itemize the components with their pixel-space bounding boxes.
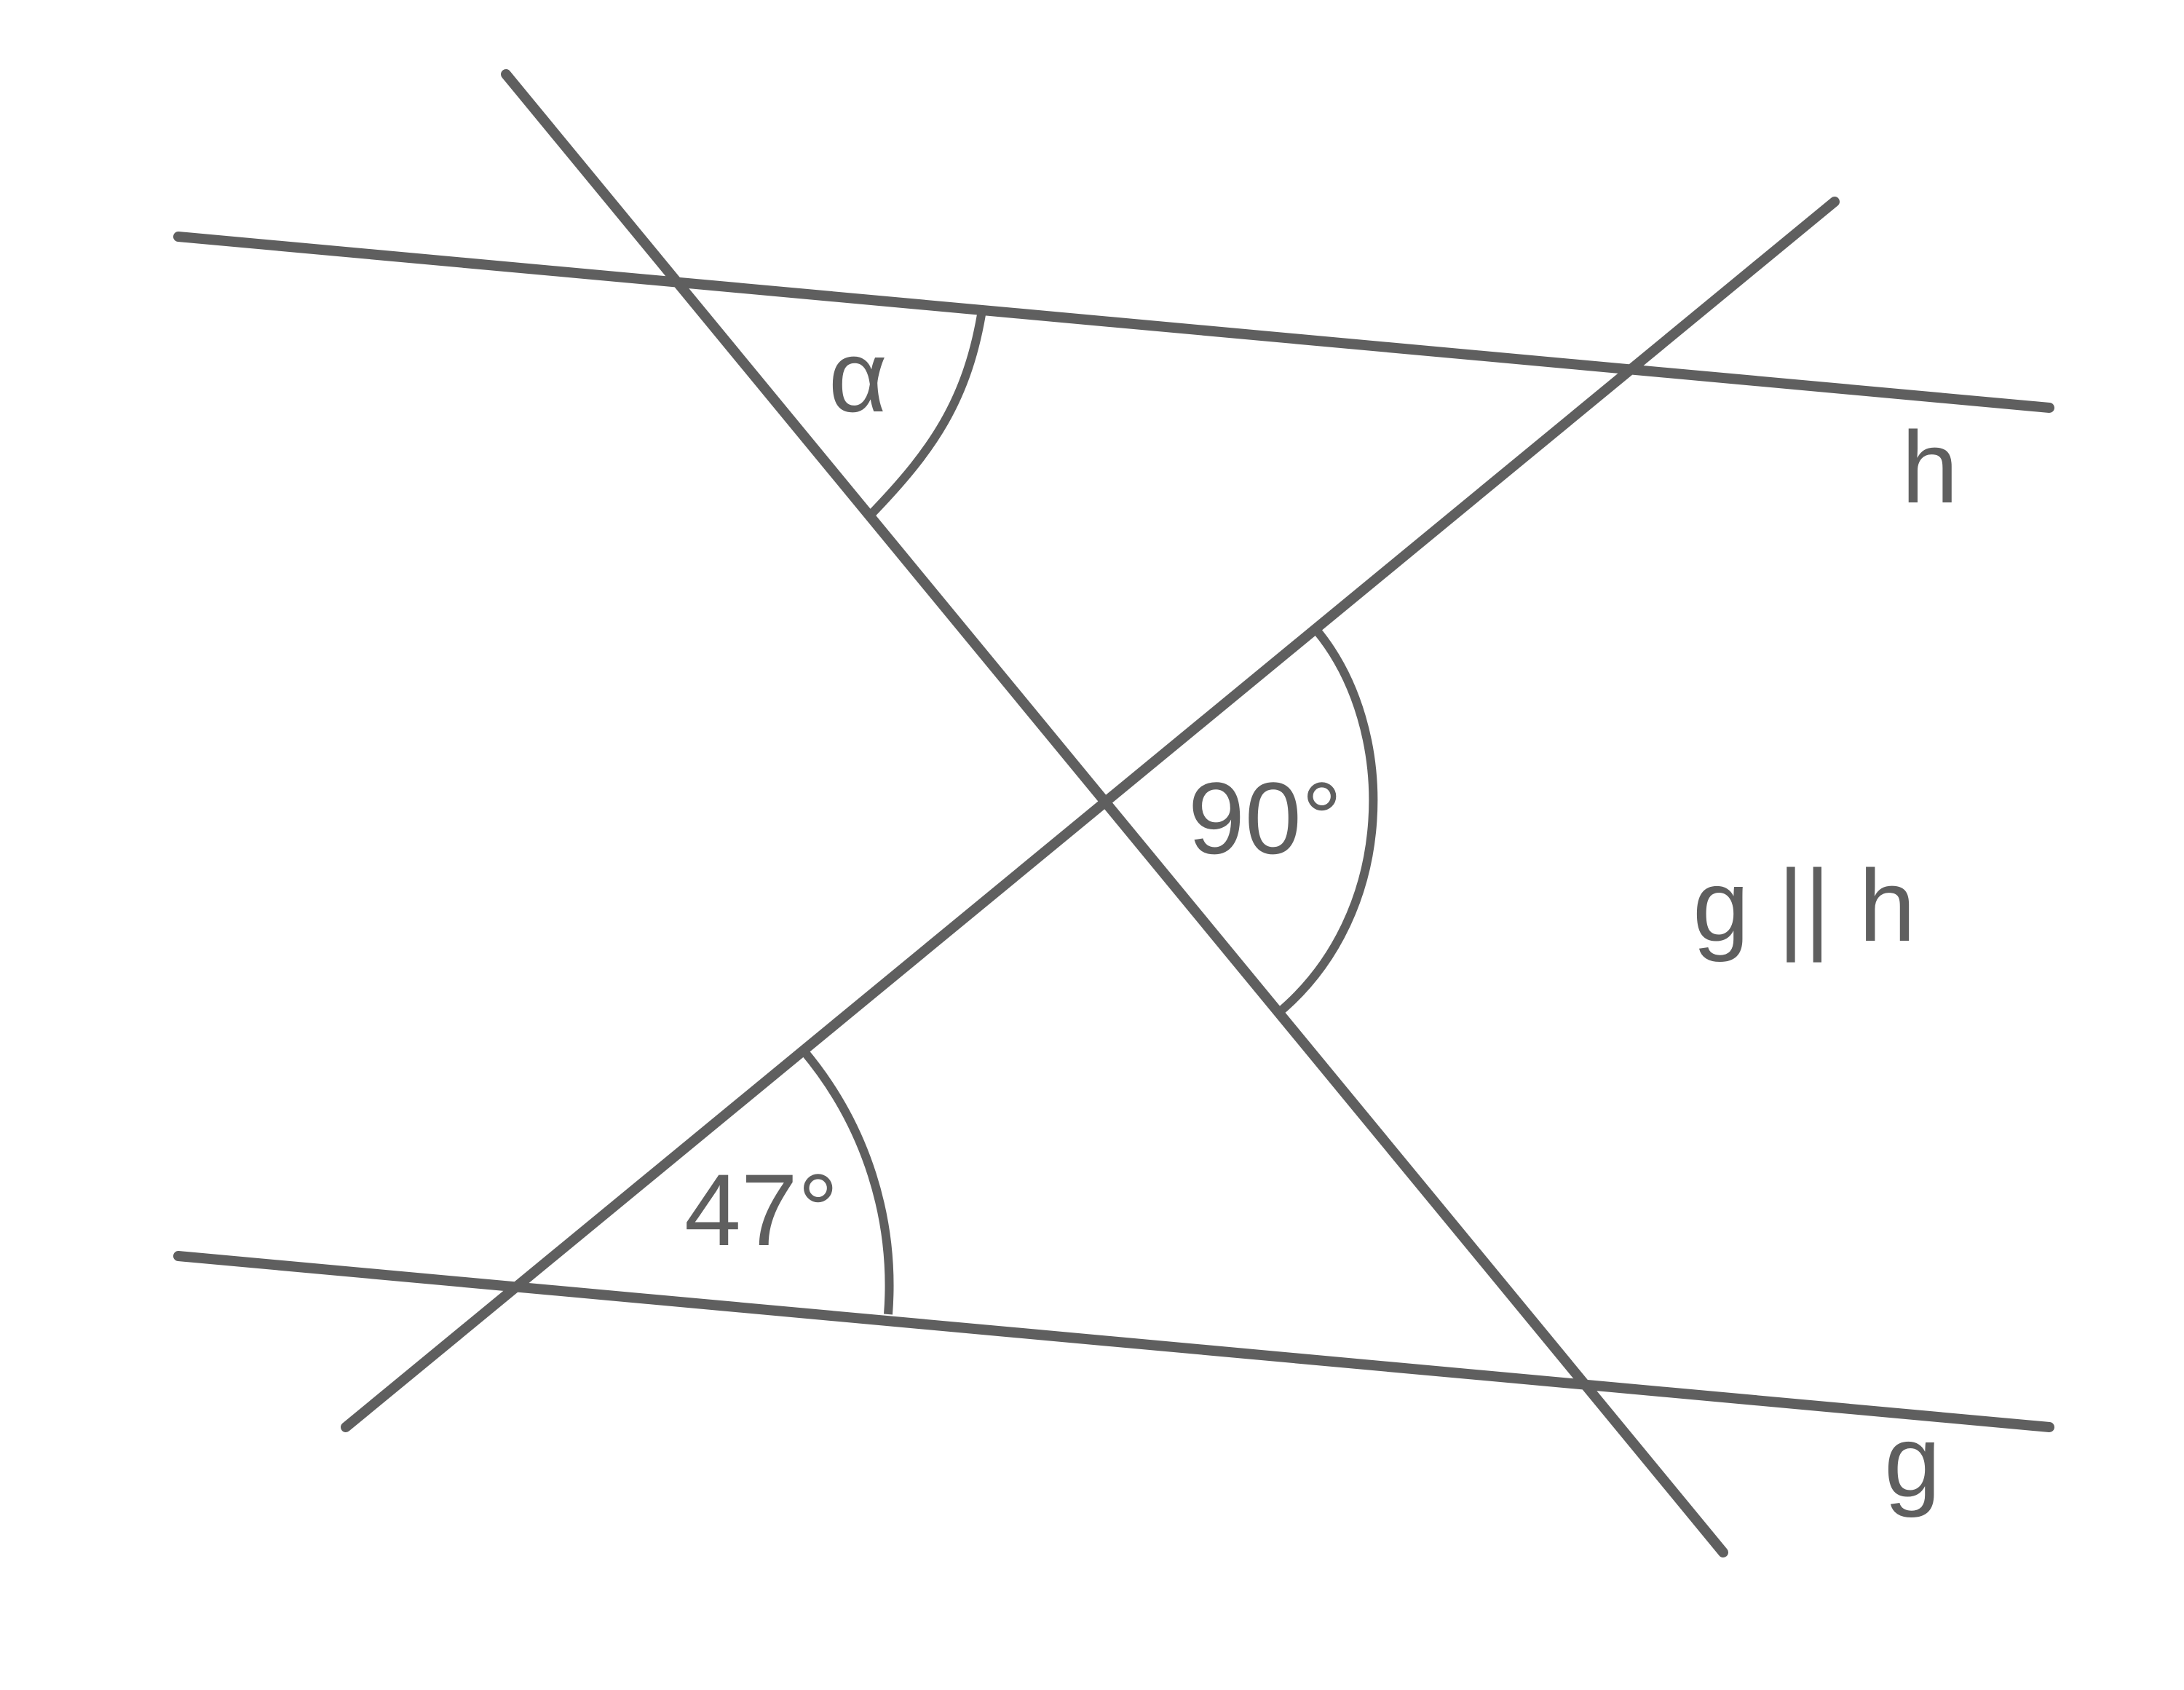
label-alpha: α	[828, 319, 887, 433]
transversal-1	[501, 69, 1728, 1557]
line-h	[173, 232, 2054, 413]
label-line-g: g	[1884, 1404, 1941, 1518]
label-line-h: h	[1902, 410, 1958, 524]
angle-arc-47	[799, 1047, 894, 1315]
angle-arc-alpha	[866, 305, 987, 519]
transversal-2	[341, 197, 1840, 1432]
label-parallel-note: g || h	[1693, 848, 1915, 963]
label-angle-90: 90°	[1188, 761, 1342, 875]
line-g	[173, 1251, 2054, 1432]
label-angle-47: 47°	[684, 1153, 839, 1267]
angle-arc-90	[1275, 627, 1378, 1017]
